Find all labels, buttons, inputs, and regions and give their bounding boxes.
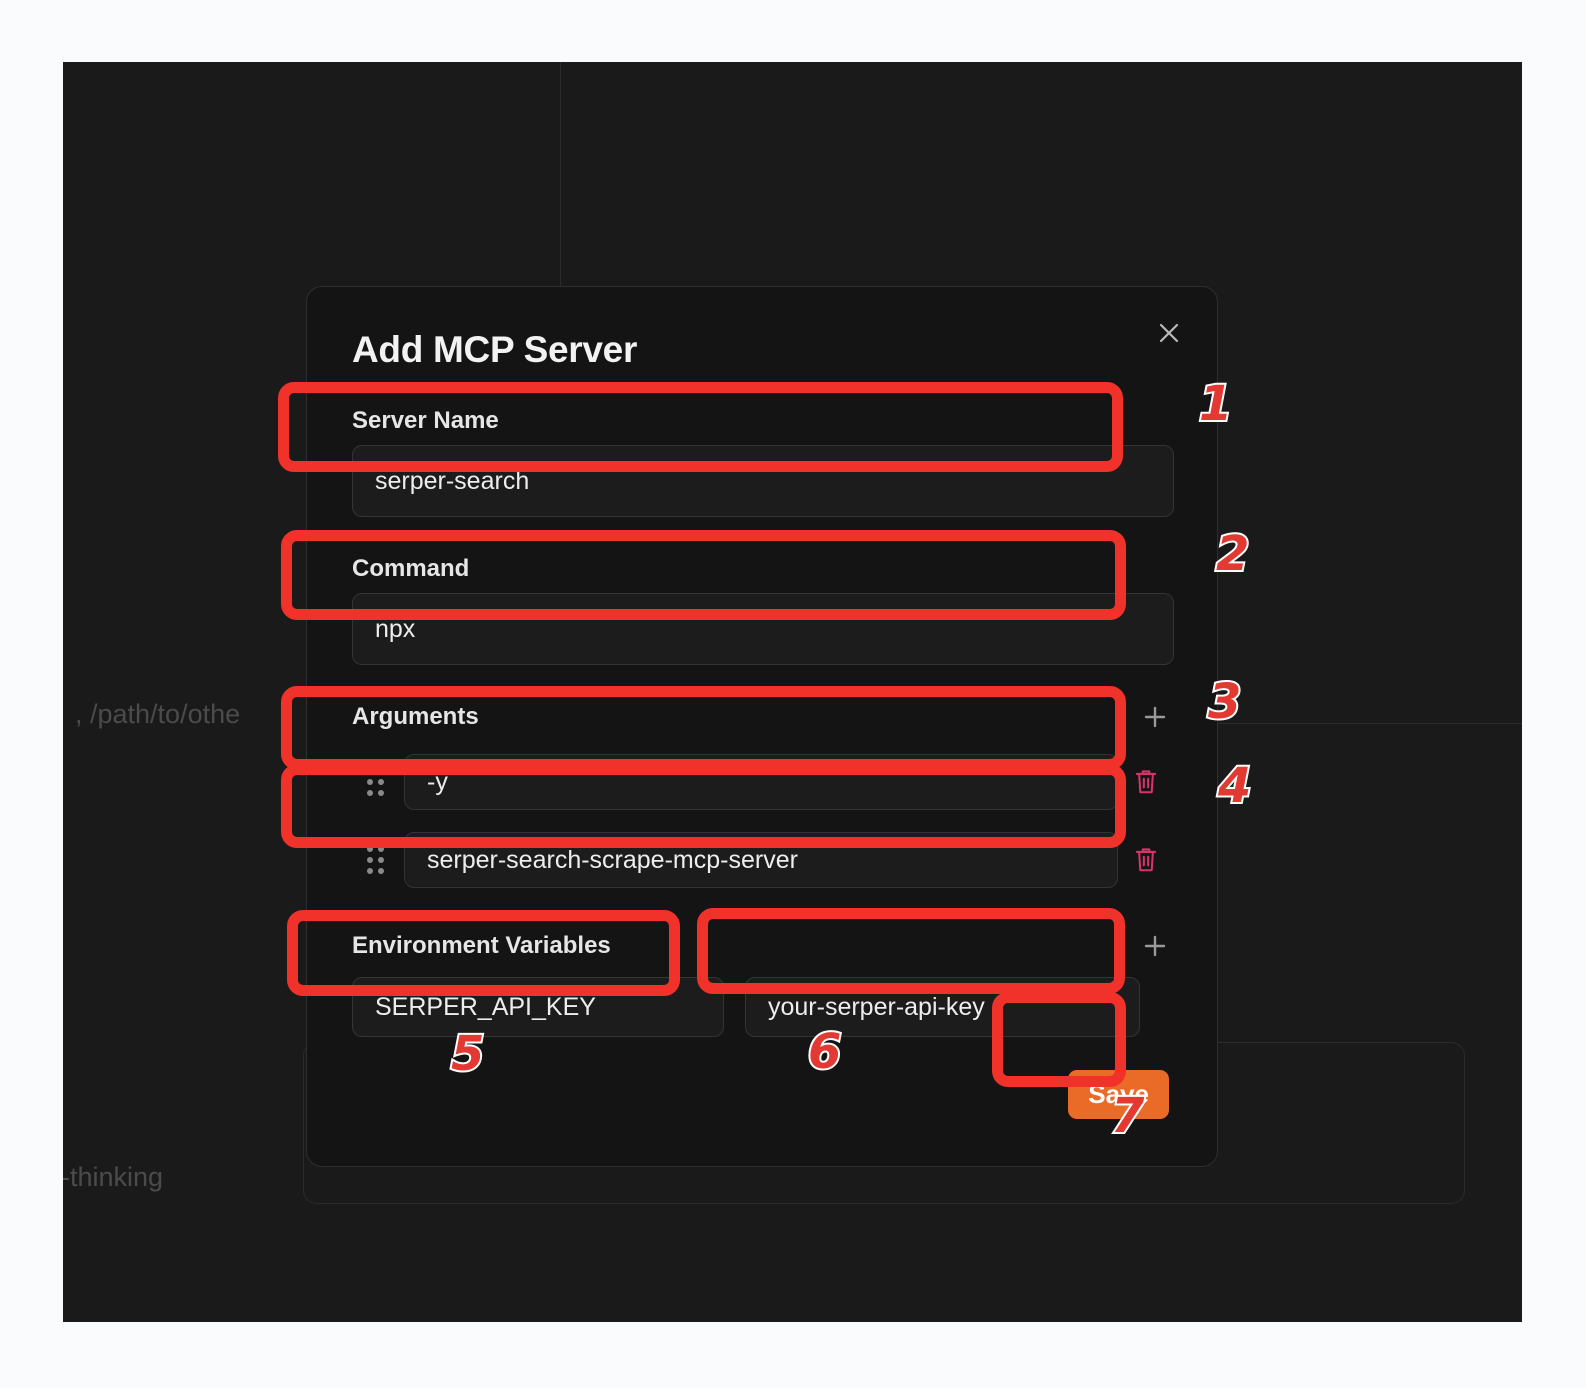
add-mcp-server-dialog: Add MCP Server Server Name Command Argum… <box>306 286 1218 1167</box>
server-name-label: Server Name <box>352 407 499 434</box>
server-name-input[interactable] <box>352 445 1174 517</box>
trash-icon[interactable] <box>1118 832 1174 888</box>
background-thinking-text: -thinking <box>63 1162 164 1192</box>
dialog-title: Add MCP Server <box>352 329 638 370</box>
arguments-section-header: Arguments <box>352 700 1172 734</box>
drag-handle-icon[interactable] <box>356 837 394 883</box>
save-button[interactable]: Save <box>1068 1070 1169 1119</box>
app-canvas: , /path/to/othe -thinking Add MCP Server… <box>63 62 1522 1322</box>
environment-variables-section-header: Environment Variables <box>352 929 1172 963</box>
add-environment-variable-button[interactable] <box>1138 929 1172 963</box>
command-input[interactable] <box>352 593 1174 665</box>
command-label: Command <box>352 555 470 582</box>
close-icon[interactable] <box>1149 313 1189 353</box>
argument-input[interactable] <box>404 754 1118 810</box>
trash-icon[interactable] <box>1118 754 1174 810</box>
env-key-input[interactable] <box>352 977 724 1037</box>
background-path-text: , /path/to/othe <box>75 699 241 729</box>
argument-row <box>352 827 1174 893</box>
annotation-number-4: 4 <box>1216 758 1253 814</box>
argument-input[interactable] <box>404 832 1118 888</box>
argument-row <box>352 749 1174 815</box>
drag-handle-icon[interactable] <box>356 759 394 805</box>
env-value-input[interactable] <box>745 977 1140 1037</box>
add-argument-button[interactable] <box>1138 700 1172 734</box>
arguments-label: Arguments <box>352 703 479 730</box>
environment-variables-label: Environment Variables <box>352 932 611 959</box>
